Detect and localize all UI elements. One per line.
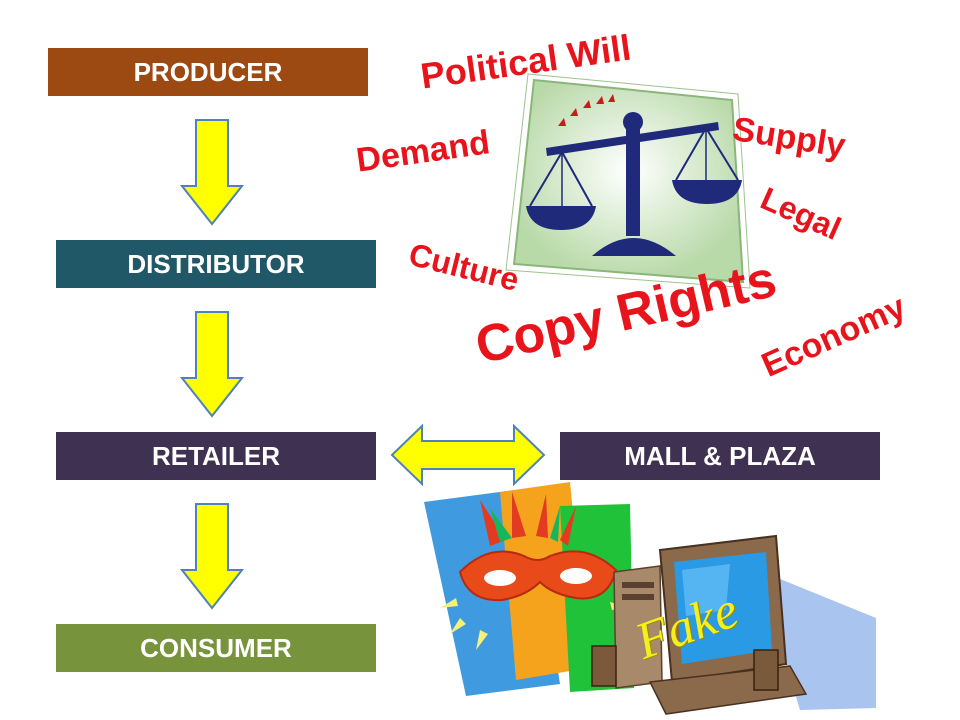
factor-demand: Demand xyxy=(354,123,492,180)
mall-plaza-box: MALL & PLAZA xyxy=(560,432,880,480)
down-arrow-icon xyxy=(180,118,244,226)
producer-box: PRODUCER xyxy=(48,48,368,96)
consumer-label: CONSUMER xyxy=(140,633,292,664)
double-arrow-icon xyxy=(390,424,546,486)
distributor-box: DISTRIBUTOR xyxy=(56,240,376,288)
retailer-box: RETAILER xyxy=(56,432,376,480)
consumer-box: CONSUMER xyxy=(56,624,376,672)
down-arrow-icon xyxy=(180,310,244,418)
retailer-label: RETAILER xyxy=(152,441,280,472)
producer-label: PRODUCER xyxy=(134,57,283,88)
mall-plaza-label: MALL & PLAZA xyxy=(624,441,816,472)
down-arrow-icon xyxy=(180,502,244,610)
distributor-label: DISTRIBUTOR xyxy=(127,249,304,280)
